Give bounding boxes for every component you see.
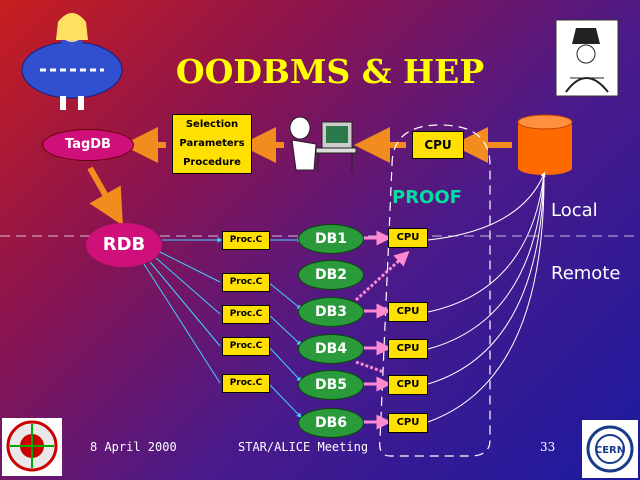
svg-text:CERN: CERN — [595, 445, 625, 456]
db-node-6: DB6 — [298, 408, 364, 438]
db-node-1: DB1 — [298, 224, 364, 254]
local-storage-cylinder — [517, 114, 573, 175]
db-node-2: DB2 — [298, 260, 364, 290]
cpu-box-3: CPU — [388, 339, 428, 359]
cpu-box-1: CPU — [388, 228, 428, 248]
db-node-4: DB4 — [298, 334, 364, 364]
cpu-top-box: CPU — [412, 131, 464, 159]
local-label: Local — [551, 200, 598, 221]
cern-logo: CERN — [582, 420, 638, 478]
proc-c-box-2: Proc.C — [222, 273, 270, 292]
mad-hatter-illustration — [555, 19, 619, 97]
procedure-label: Procedure — [183, 157, 241, 168]
cpu-box-5: CPU — [388, 413, 428, 433]
page-number: 33 — [540, 440, 556, 454]
db-node-5: DB5 — [298, 370, 364, 400]
cpu-box-4: CPU — [388, 375, 428, 395]
proc-c-box-4: Proc.C — [222, 337, 270, 356]
selection-label: Selection — [185, 119, 239, 130]
proc-c-box-1: Proc.C — [222, 231, 270, 250]
footer-date: 8 April 2000 — [90, 440, 177, 454]
orange-flow-arrows — [87, 127, 512, 226]
proof-boundary — [379, 124, 491, 457]
parameters-label: Parameters — [179, 138, 245, 149]
cpu-storage-curves — [427, 171, 546, 423]
alice-illustration — [21, 13, 123, 110]
remote-label: Remote — [551, 263, 621, 284]
experiment-logo — [2, 418, 62, 476]
selection-parameters-box: Selection Parameters Procedure — [172, 114, 252, 174]
rdb-node: RDB — [86, 223, 162, 267]
db-node-3: DB3 — [298, 297, 364, 327]
cpu-box-2: CPU — [388, 302, 428, 322]
proc-c-box-3: Proc.C — [222, 305, 270, 324]
db-cpu-arrows — [354, 230, 410, 430]
proc-c-box-5: Proc.C — [222, 374, 270, 393]
slide-title: OODBMS & HEP — [175, 52, 485, 91]
tagdb-node: TagDB — [42, 129, 134, 161]
user-at-computer-icon — [289, 116, 357, 172]
footer-meeting: STAR/ALICE Meeting — [238, 440, 369, 454]
proof-label: PROOF — [392, 187, 462, 208]
rdb-proc-lines — [143, 237, 303, 418]
